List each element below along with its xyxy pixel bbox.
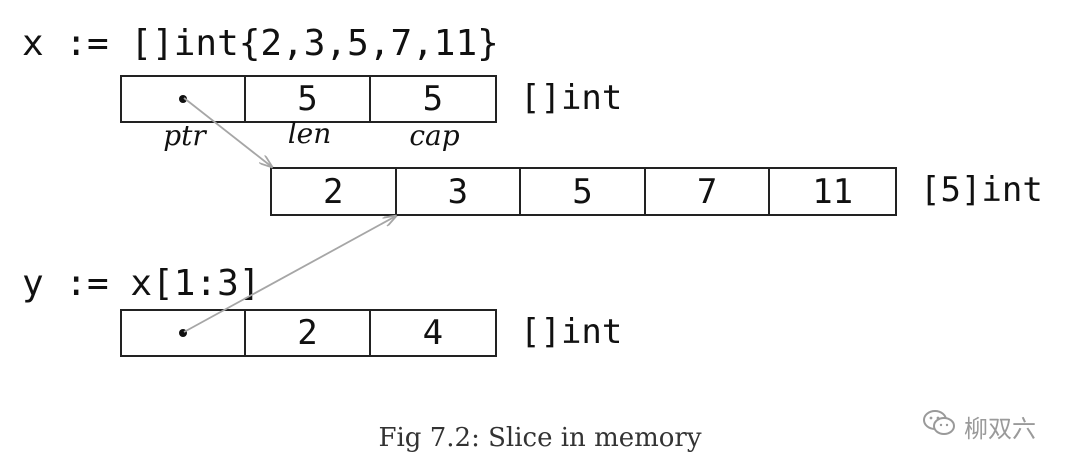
x-ptr-cell <box>122 77 247 121</box>
x-ptr-dot <box>179 95 188 103</box>
underlying-array: 2 3 5 7 11 <box>270 167 897 216</box>
array-cell-4: 11 <box>812 171 854 212</box>
watermark-text: 柳双六 <box>964 414 1036 443</box>
x-type-label: []int <box>520 78 623 118</box>
figure-caption: Fig 7.2: Slice in memory <box>378 423 702 453</box>
watermark: 柳双六 <box>922 408 1036 444</box>
array-cell-1: 3 <box>397 169 522 214</box>
array-cell-0: 2 <box>272 169 397 214</box>
y-ptr-dot <box>179 329 188 337</box>
len-field-label: len <box>287 117 332 150</box>
y-type-label: []int <box>520 312 623 352</box>
x-len-cell: 5 <box>246 77 371 121</box>
cap-field-label: cap <box>409 119 460 152</box>
y-ptr-cell <box>122 311 247 355</box>
wechat-icon <box>922 408 956 444</box>
array-type-label: [5]int <box>920 170 1043 210</box>
code-y-declaration: y := x[1:3] <box>22 263 261 304</box>
x-slice-header: 5 5 <box>120 75 497 123</box>
array-cell-3: 7 <box>646 169 771 214</box>
code-x-declaration: x := []int{2,3,5,7,11} <box>22 23 499 64</box>
ptr-field-label: ptr <box>163 119 206 152</box>
array-cell-2: 5 <box>521 169 646 214</box>
y-len-cell: 2 <box>246 311 371 355</box>
x-cap-cell: 5 <box>422 79 444 119</box>
y-cap-cell: 4 <box>422 313 444 353</box>
y-slice-header: 2 4 <box>120 309 497 357</box>
